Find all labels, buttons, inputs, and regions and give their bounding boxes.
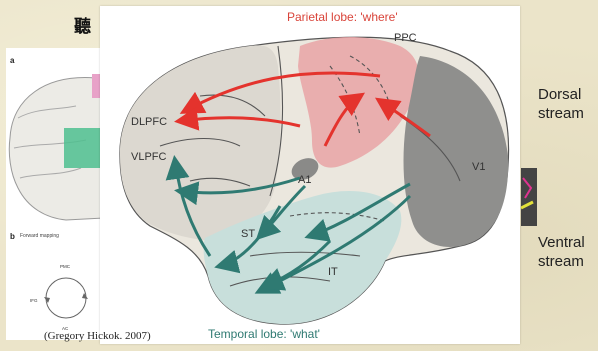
left-figure-panel: a b Forward mapping PMC IFG AC	[6, 48, 104, 340]
frontal-region	[120, 45, 281, 241]
st-label: ST	[241, 228, 255, 240]
pmc-label: PMC	[60, 264, 70, 269]
brain-diagram-card: Parietal lobe: 'where' PPC DLPFC VLPFC A…	[100, 6, 520, 344]
it-label: IT	[328, 266, 338, 278]
v1-label: V1	[472, 161, 485, 173]
vlpfc-label: VLPFC	[131, 151, 166, 163]
citation: (Gregory Hickok. 2007)	[44, 330, 151, 342]
temporal-lobe-title: Temporal lobe: 'what'	[208, 327, 320, 341]
dorsal-stream-label: Dorsal stream	[538, 85, 584, 123]
left-brain-figure	[6, 48, 104, 340]
dlpfc-label: DLPFC	[131, 116, 167, 128]
ifg-label: IFG	[30, 298, 38, 303]
ppc-label: PPC	[394, 32, 417, 44]
panel-label-a: a	[10, 56, 14, 65]
right-brain-image	[521, 168, 537, 226]
ventral-stream-label: Ventral stream	[538, 233, 585, 271]
panel-label-b: b	[10, 232, 15, 241]
slide-title: 聽	[74, 12, 91, 37]
parietal-lobe-title: Parietal lobe: 'where'	[287, 10, 398, 24]
a1-label: A1	[298, 174, 311, 186]
forward-mapping-label: Forward mapping	[20, 233, 59, 239]
